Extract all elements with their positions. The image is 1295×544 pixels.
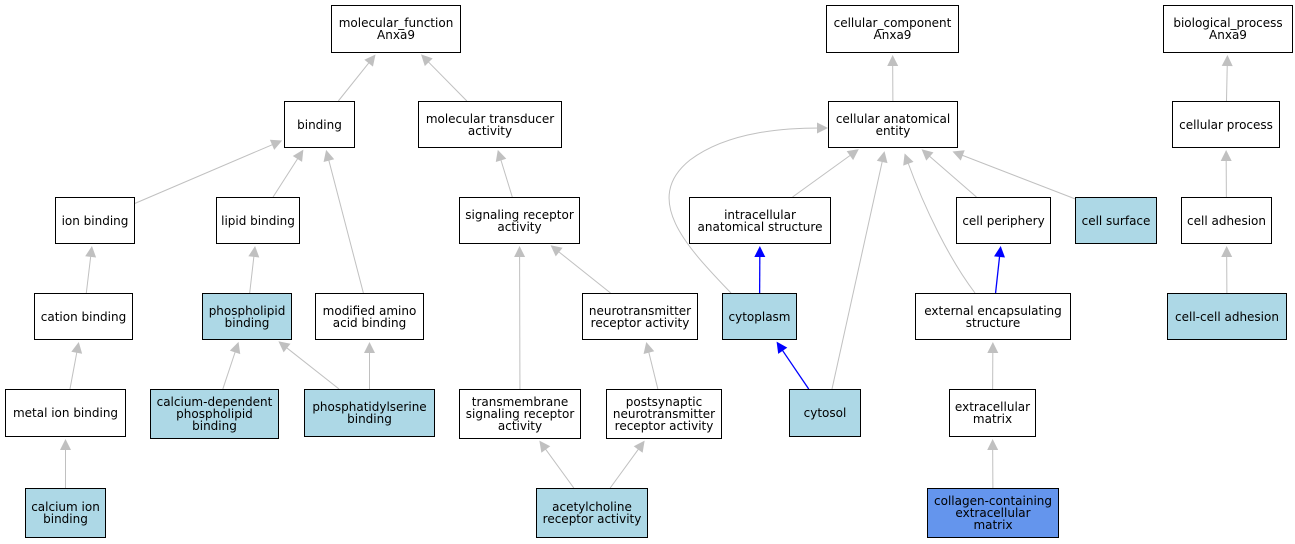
- edge-neurotransmitter-receptor-activity-to-signaling-receptor-activity-arrowhead: [550, 245, 563, 257]
- edge-cell-cell-adhesion-to-cell-adhesion-arrowhead: [1221, 245, 1233, 258]
- edge-external-encapsulating-structure-to-cellular-anatomical-entity-arrowhead: [903, 153, 914, 166]
- go-term-cell-cell-adhesion: cell-cell adhesion: [1167, 293, 1287, 340]
- edge-cell-surface-to-cellular-anatomical-entity-arrowhead: [952, 150, 965, 161]
- go-term-ion-binding: ion binding: [55, 197, 135, 244]
- edge-phospholipid-binding-to-lipid-binding: [249, 255, 255, 294]
- edge-external-encapsulating-structure-to-cellular-anatomical-entity: [906, 159, 976, 294]
- go-term-transmembrane-signaling-receptor-activity: transmembrane signaling receptor activit…: [459, 389, 581, 439]
- edge-cytoplasm-to-cellular-anatomical-entity-arrowhead: [817, 122, 828, 134]
- edge-calcium-dependent-phospholipid-binding-to-phospholipid-binding-arrowhead: [229, 341, 241, 355]
- go-term-extracellular-matrix: extracellular matrix: [949, 389, 1036, 437]
- edge-cellular-anatomical-entity-to-cellular-component-arrowhead: [887, 54, 899, 67]
- edge-signaling-receptor-activity-to-molecular-transducer-activity: [500, 159, 513, 198]
- edge-modified-amino-acid-binding-to-binding-arrowhead: [323, 149, 335, 162]
- go-term-molecular-transducer-activity: molecular transducer activity: [418, 101, 562, 148]
- edge-phosphatidylserine-binding-to-phospholipid-binding-arrowhead: [278, 341, 291, 353]
- go-term-collagen-containing-extracellular-matrix: collagen-containing extracellular matrix: [927, 488, 1059, 538]
- edge-postsynaptic-neurotransmitter-receptor-activity-to-neurotransmitter-receptor-activity-arrowhead: [643, 341, 655, 354]
- go-term-acetylcholine-receptor-activity: acetylcholine receptor activity: [536, 488, 648, 538]
- edge-metal-ion-binding-to-cation-binding: [69, 351, 78, 390]
- go-term-external-encapsulating-structure: external encapsulating structure: [915, 293, 1071, 340]
- go-term-biological-process: biological_process Anxa9: [1163, 5, 1293, 53]
- edge-binding-to-molecular-function: [337, 62, 370, 102]
- edge-external-encapsulating-structure-to-cell-periphery-arrowhead: [994, 245, 1005, 258]
- go-term-molecular-function: molecular_function Anxa9: [331, 5, 461, 53]
- edge-cation-binding-to-ion-binding: [85, 255, 92, 294]
- edge-cell-adhesion-to-cellular-process-arrowhead: [1220, 149, 1232, 162]
- go-term-calcium-dependent-phospholipid-binding: calcium-dependent phospholipid binding: [150, 389, 279, 439]
- go-term-binding: binding: [284, 101, 355, 148]
- edge-postsynaptic-neurotransmitter-receptor-activity-to-neurotransmitter-receptor-activity: [648, 351, 659, 390]
- go-term-cellular-process: cellular process: [1172, 101, 1280, 148]
- go-term-cell-surface: cell surface: [1075, 197, 1157, 244]
- go-term-cellular-anatomical-entity: cellular anatomical entity: [828, 101, 958, 148]
- edge-neurotransmitter-receptor-activity-to-signaling-receptor-activity: [558, 251, 611, 294]
- edge-phospholipid-binding-to-lipid-binding-arrowhead: [248, 245, 260, 258]
- edge-transmembrane-signaling-receptor-activity-to-signaling-receptor-activity-arrowhead: [514, 246, 526, 258]
- go-term-cytoplasm: cytoplasm: [722, 293, 797, 340]
- go-term-postsynaptic-neurotransmitter-receptor-activity: postsynaptic neurotransmitter receptor a…: [606, 389, 722, 439]
- go-term-phosphatidylserine-binding: phosphatidylserine binding: [304, 389, 435, 437]
- go-term-cytosol: cytosol: [789, 389, 861, 437]
- edge-acetylcholine-receptor-activity-to-transmembrane-signaling-receptor-activity-arrowhead: [539, 440, 551, 453]
- edge-metal-ion-binding-to-cation-binding-arrowhead: [71, 341, 83, 354]
- edge-lipid-binding-to-binding-arrowhead: [292, 149, 304, 162]
- edge-cellular-process-to-biological-process-arrowhead: [1221, 54, 1233, 67]
- go-term-calcium-ion-binding: calcium ion binding: [25, 488, 106, 538]
- edge-ion-binding-to-binding-arrowhead: [269, 139, 283, 150]
- edge-collagen-containing-extracellular-matrix-to-extracellular-matrix-arrowhead: [987, 438, 999, 451]
- edge-molecular-transducer-activity-to-molecular-function: [427, 61, 468, 102]
- go-term-phospholipid-binding: phospholipid binding: [202, 293, 292, 340]
- edge-intracellular-anatomical-structure-to-cellular-anatomical-entity-arrowhead: [846, 149, 859, 161]
- edge-molecular-transducer-activity-to-molecular-function-arrowhead: [421, 54, 433, 67]
- go-term-cation-binding: cation binding: [34, 293, 133, 340]
- edge-ion-binding-to-binding: [134, 143, 274, 204]
- edge-calcium-dependent-phospholipid-binding-to-phospholipid-binding: [222, 351, 236, 390]
- edge-cytosol-to-cellular-anatomical-entity: [831, 157, 884, 390]
- edge-cell-periphery-to-cellular-anatomical-entity-arrowhead: [921, 149, 934, 161]
- go-term-neurotransmitter-receptor-activity: neurotransmitter receptor activity: [582, 293, 698, 340]
- edge-cation-binding-to-ion-binding-arrowhead: [85, 245, 97, 258]
- edge-acetylcholine-receptor-activity-to-postsynaptic-neurotransmitter-receptor-activity-arrowhead: [633, 440, 645, 453]
- edge-cell-periphery-to-cellular-anatomical-entity: [928, 155, 977, 198]
- edge-acetylcholine-receptor-activity-to-transmembrane-signaling-receptor-activity: [544, 448, 575, 489]
- edge-cell-surface-to-cellular-anatomical-entity: [958, 153, 1079, 201]
- go-term-lipid-binding: lipid binding: [216, 197, 300, 244]
- go-term-cellular-component: cellular_component Anxa9: [826, 5, 959, 53]
- go-term-intracellular-anatomical-structure: intracellular anatomical structure: [689, 197, 831, 244]
- edge-acetylcholine-receptor-activity-to-postsynaptic-neurotransmitter-receptor-activity: [609, 448, 640, 489]
- edge-cellular-process-to-biological-process: [1225, 64, 1228, 102]
- go-term-cell-adhesion: cell adhesion: [1181, 197, 1272, 244]
- edge-binding-to-molecular-function-arrowhead: [364, 54, 376, 67]
- edge-cytosol-to-cytoplasm-arrowhead: [776, 341, 788, 354]
- go-term-signaling-receptor-activity: signaling receptor activity: [459, 197, 580, 244]
- edge-calcium-ion-binding-to-metal-ion-binding-arrowhead: [60, 439, 71, 450]
- edge-cytosol-to-cellular-anatomical-entity-arrowhead: [876, 151, 888, 164]
- edge-extracellular-matrix-to-external-encapsulating-structure-arrowhead: [987, 341, 999, 354]
- edge-cytoplasm-to-intracellular-anatomical-structure-arrowhead: [754, 245, 766, 258]
- edge-phosphatidylserine-binding-to-modified-amino-acid-binding-arrowhead: [364, 342, 375, 353]
- edge-intracellular-anatomical-structure-to-cellular-anatomical-entity: [792, 154, 852, 198]
- edge-cytosol-to-cytoplasm: [781, 349, 810, 390]
- go-term-modified-amino-acid-binding: modified amino acid binding: [315, 293, 424, 340]
- edge-lipid-binding-to-binding: [272, 157, 299, 198]
- edge-modified-amino-acid-binding-to-binding: [328, 159, 364, 294]
- edge-cytoplasm-to-cellular-anatomical-entity: [668, 127, 822, 294]
- go-term-cell-periphery: cell periphery: [956, 197, 1051, 244]
- edge-signaling-receptor-activity-to-molecular-transducer-activity-arrowhead: [495, 149, 507, 163]
- go-term-metal-ion-binding: metal ion binding: [5, 389, 126, 437]
- edge-external-encapsulating-structure-to-cell-periphery: [994, 255, 1001, 294]
- edge-phosphatidylserine-binding-to-phospholipid-binding: [285, 347, 340, 390]
